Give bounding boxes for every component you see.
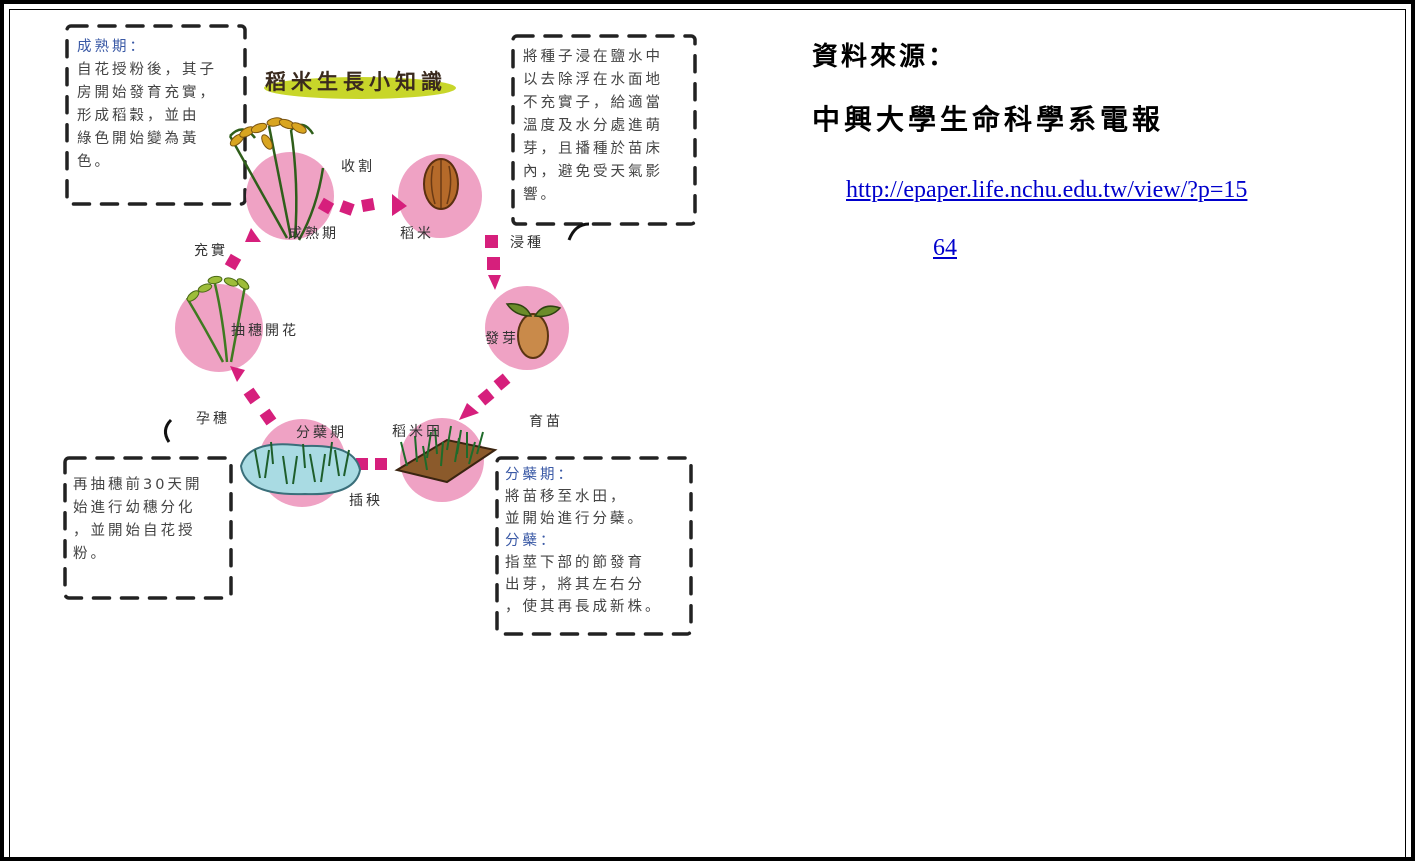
note-mature: 成熟期： 自花授粉後，其子 房開始發育充實， 形成稻穀，並由 綠色開始變為黃 色…: [77, 36, 237, 174]
note-line: 色。: [77, 154, 112, 170]
mature-rice-plant-icon: [228, 117, 325, 241]
infographic-artwork: [63, 24, 697, 636]
arrow-dot: [259, 408, 277, 426]
curved-arrow-icon: [567, 222, 590, 241]
note-line: 並開始進行分蘗。: [505, 511, 645, 527]
arrow-dot: [317, 197, 335, 215]
arrow-head: [245, 228, 261, 242]
rice-growth-infographic: 稻米生長小知識 成熟期： 自花授粉後，其子 房開始發育充實， 形成稻穀，並由 綠…: [55, 18, 715, 648]
arrow-dot: [243, 387, 261, 405]
stage-label-heading: 抽穗開花: [231, 323, 299, 339]
arrow-dot: [477, 388, 495, 406]
source-link-line-1[interactable]: http://epaper.life.nchu.edu.tw/view/?p=1…: [846, 177, 1248, 203]
arrow-head: [488, 275, 501, 290]
note-line: 溫度及水分處進萌: [523, 118, 663, 134]
note-line: 綠色開始變為黃: [77, 131, 200, 147]
note-line: 將苗移至水田，: [505, 489, 628, 505]
arrow-dot: [485, 235, 498, 248]
note-line: ，並開始自花授: [73, 523, 196, 539]
stage-label-sprout: 發芽: [485, 331, 519, 347]
note-line: 出芽，將其左右分: [505, 577, 645, 593]
source-link[interactable]: http://epaper.life.nchu.edu.tw/view/?p=1…: [846, 161, 1386, 277]
note-box-seed: [511, 34, 697, 226]
note-tiller-heading: 分蘗期：: [505, 467, 575, 483]
note-mature-heading: 成熟期：: [77, 39, 147, 55]
note-line: 響。: [523, 187, 558, 203]
note-line: 指莖下部的節發育: [505, 555, 645, 571]
arrow-dot: [487, 257, 500, 270]
note-box-booting: [63, 456, 233, 600]
note-line: 自花授粉後，其子: [77, 62, 217, 78]
note-box-mature: [65, 24, 247, 206]
source-label: 資料來源：: [812, 42, 958, 72]
curved-arrow-icon: [164, 418, 173, 443]
note-line: 始進行幼穗分化: [73, 500, 196, 516]
note-line: 內，避免受天氣影: [523, 164, 663, 180]
note-seed: 將種子浸在鹽水中 以去除浮在水面地 不充實子，給適當 溫度及水分處進萌 芽，且播…: [523, 46, 693, 207]
arrow-head: [459, 403, 479, 420]
title-highlight: [264, 77, 456, 99]
note-booting: 再抽穗前30天開 始進行幼穗分化 ，並開始自花授 粉。: [73, 474, 231, 566]
infographic-title: 稻米生長小知識: [265, 70, 447, 94]
circle-mature: [246, 152, 334, 240]
arrow-dot: [493, 373, 511, 391]
note-line: 將種子浸在鹽水中: [523, 49, 663, 65]
paddy-field-icon: [239, 441, 362, 496]
note-line: 形成稻穀，並由: [77, 108, 200, 124]
arrow-dot: [339, 200, 355, 216]
note-line: 房開始發育充實，: [77, 85, 217, 101]
note-line: 粉。: [73, 546, 108, 562]
transition-label-filling: 充實: [194, 243, 228, 259]
seedling-tray-icon: [394, 425, 498, 484]
transition-label-seedling: 育苗: [529, 414, 563, 430]
note-line: 芽，且播種於苗床: [523, 141, 663, 157]
note-box-tiller: [495, 456, 693, 636]
transition-label-transplant: 插秧: [349, 493, 383, 509]
rice-grain-icon: [423, 158, 459, 210]
note-tiller-heading-2: 分蘗：: [505, 533, 558, 549]
stage-label-tiller: 分蘗期: [296, 425, 347, 441]
arrow-dot: [224, 253, 242, 271]
source-link-line-2[interactable]: 64: [933, 235, 957, 261]
note-line: 不充實子，給適當: [523, 95, 663, 111]
note-line: ，使其再長成新株。: [505, 599, 663, 615]
note-tiller: 分蘗期： 將苗移至水田， 並開始進行分蘗。 分蘗： 指莖下部的節發育 出芽，將其…: [505, 464, 691, 618]
heading-rice-plant-icon: [185, 275, 250, 363]
arrow-dot: [375, 458, 387, 470]
sprout-icon: [505, 303, 562, 359]
stage-label-paddy: 稻米田: [392, 424, 443, 440]
stage-label-mature: 成熟期: [288, 226, 339, 242]
page-border-inner: [9, 9, 1406, 861]
note-line: 以去除浮在水面地: [523, 72, 663, 88]
transition-label-harvest: 收割: [341, 159, 375, 175]
note-line: 再抽穗前30天開: [73, 477, 203, 493]
arrow-head: [230, 366, 245, 382]
arrow-head: [392, 194, 407, 216]
transition-label-booting: 孕穗: [196, 411, 230, 427]
transition-label-soak: 浸種: [510, 235, 544, 251]
stage-label-rice: 稻米: [400, 226, 434, 242]
source-name: 中興大學生命科學系電報: [812, 103, 1165, 136]
arrow-dot: [361, 198, 375, 212]
